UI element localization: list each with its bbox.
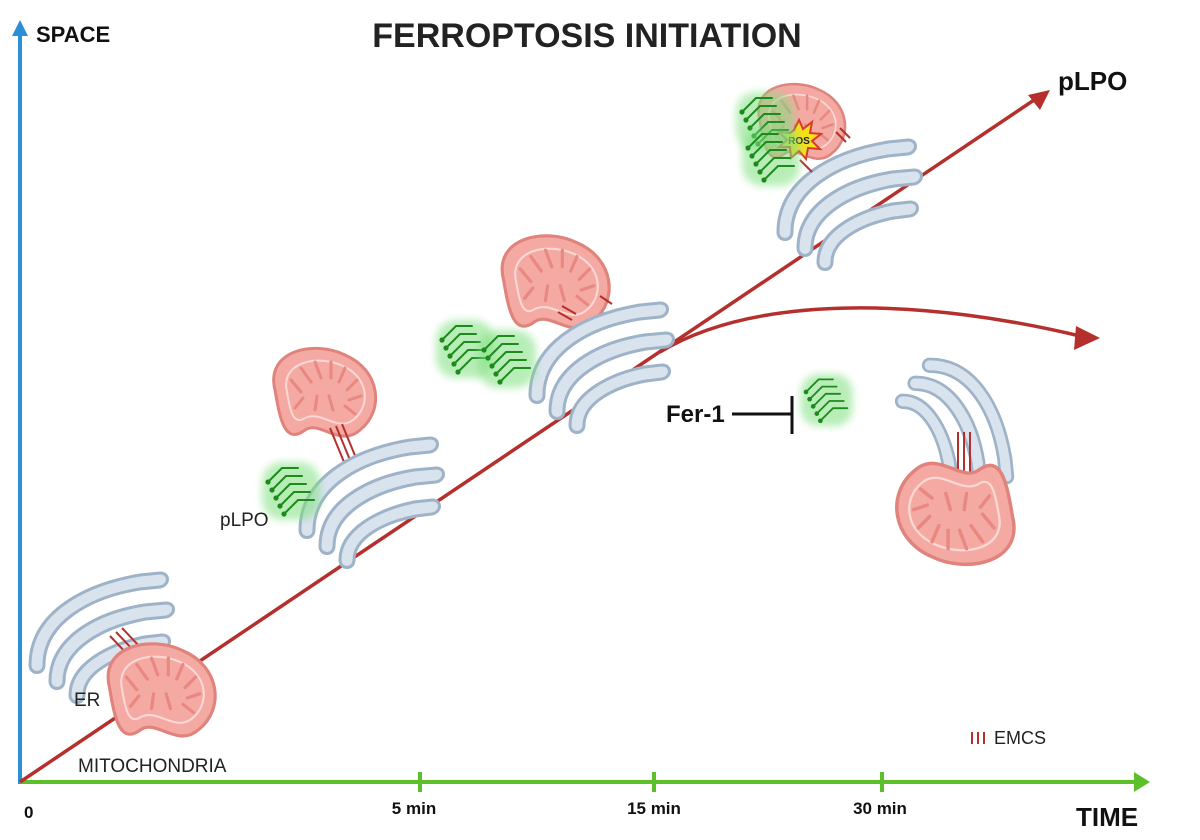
lipid-peroxide-cluster xyxy=(742,128,800,186)
fer1-branch-trajectory xyxy=(659,306,1100,354)
mitochondrion xyxy=(106,642,217,738)
lipid-peroxide-cluster xyxy=(478,330,536,388)
x-axis-origin: 0 xyxy=(24,803,33,822)
fer1-label: Fer-1 xyxy=(666,401,725,428)
ros-label: ROS xyxy=(788,136,810,147)
x-axis: 0 5 min 15 min 30 min TIME xyxy=(20,772,1150,832)
stage-late-ros: ROS xyxy=(736,82,923,271)
emcs-legend-icon xyxy=(971,732,985,744)
lipid-peroxide-cluster xyxy=(262,462,320,520)
plpo-arrow-label: pLPO xyxy=(1058,66,1127,96)
y-axis-label: SPACE xyxy=(36,22,110,47)
emcs-contact xyxy=(329,423,357,463)
emcs-legend-label: EMCS xyxy=(994,728,1046,748)
x-tick-15min: 15 min xyxy=(627,799,681,818)
mitochondrion xyxy=(895,461,1016,567)
mitochondria-label: MITOCHONDRIA xyxy=(78,756,227,777)
legend: EMCS xyxy=(971,728,1046,748)
plpo-label: pLPO xyxy=(220,510,269,531)
x-tick-30min: 30 min xyxy=(853,799,907,818)
emcs-contact xyxy=(557,295,613,321)
er-organelle xyxy=(298,436,445,569)
lipid-peroxide-cluster xyxy=(801,374,853,426)
mitochondrion xyxy=(500,234,611,330)
emcs-contact xyxy=(799,127,851,173)
stage-15min xyxy=(436,234,675,434)
x-tick-5min: 5 min xyxy=(392,799,436,818)
stage-5min: pLPO xyxy=(220,346,445,569)
x-axis-label: TIME xyxy=(1076,802,1138,832)
y-axis: SPACE xyxy=(12,20,110,784)
fer1-inhibition: Fer-1 xyxy=(666,357,1016,567)
mitochondrion xyxy=(272,346,378,438)
stage-initial: ER MITOCHONDRIA xyxy=(28,571,227,777)
diagram-title: FERROPTOSIS INITIATION xyxy=(372,17,801,55)
er-label: ER xyxy=(74,690,100,711)
